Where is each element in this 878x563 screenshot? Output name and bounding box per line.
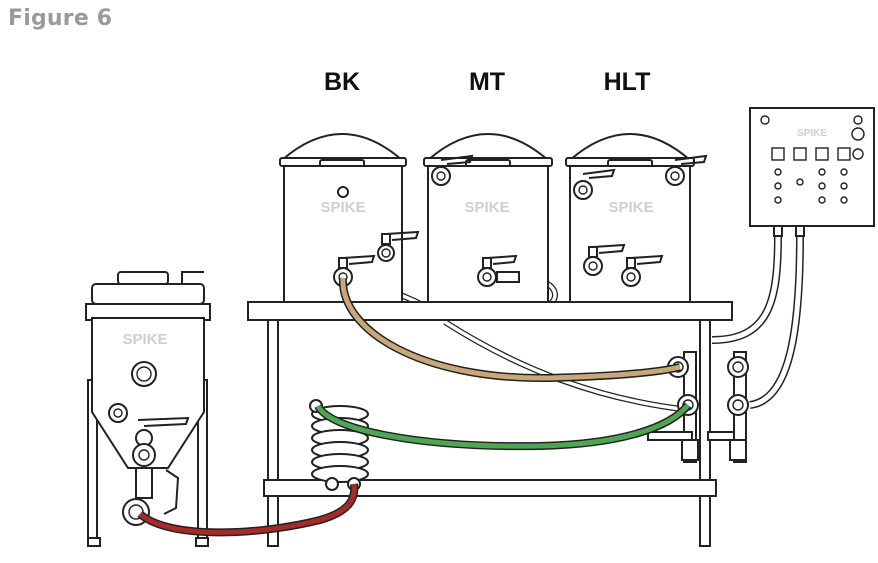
figure-title: Figure 6 <box>8 6 113 31</box>
tan-hose <box>338 277 681 383</box>
bk-lower-valve <box>333 254 376 287</box>
fermenter-side-valve <box>108 403 128 423</box>
hlt-top-left-valve <box>573 168 616 200</box>
hlt-watermark: SPIKE <box>608 199 653 216</box>
mt-watermark: SPIKE <box>464 199 509 216</box>
manifold-valve-2 <box>727 356 749 378</box>
red-hose <box>137 483 359 537</box>
bk-label: BK <box>323 68 361 96</box>
mt-top-valve <box>431 154 474 186</box>
green-hose <box>314 402 692 451</box>
fermenter-watermark: SPIKE <box>122 331 167 348</box>
mt-label: MT <box>468 68 506 96</box>
bk-upper-valve <box>377 230 420 262</box>
manifold-valve-4 <box>727 394 749 416</box>
hlt-left-outlet-valve <box>583 243 626 276</box>
hlt-kettle: SPIKE <box>565 133 708 303</box>
bk-kettle: SPIKE <box>279 133 420 303</box>
mt-outlet-valve <box>477 254 520 287</box>
conical-fermenter: SPIKE <box>85 271 211 547</box>
hlt-label: HLT <box>603 68 651 96</box>
hlt-top-right-valve <box>665 154 708 186</box>
hlt-right-outlet-valve <box>621 254 664 287</box>
control-panel: SPIKE <box>749 107 875 237</box>
mt-kettle: SPIKE <box>423 133 553 303</box>
panel-watermark: SPIKE <box>797 128 827 139</box>
bk-watermark: SPIKE <box>320 199 365 216</box>
